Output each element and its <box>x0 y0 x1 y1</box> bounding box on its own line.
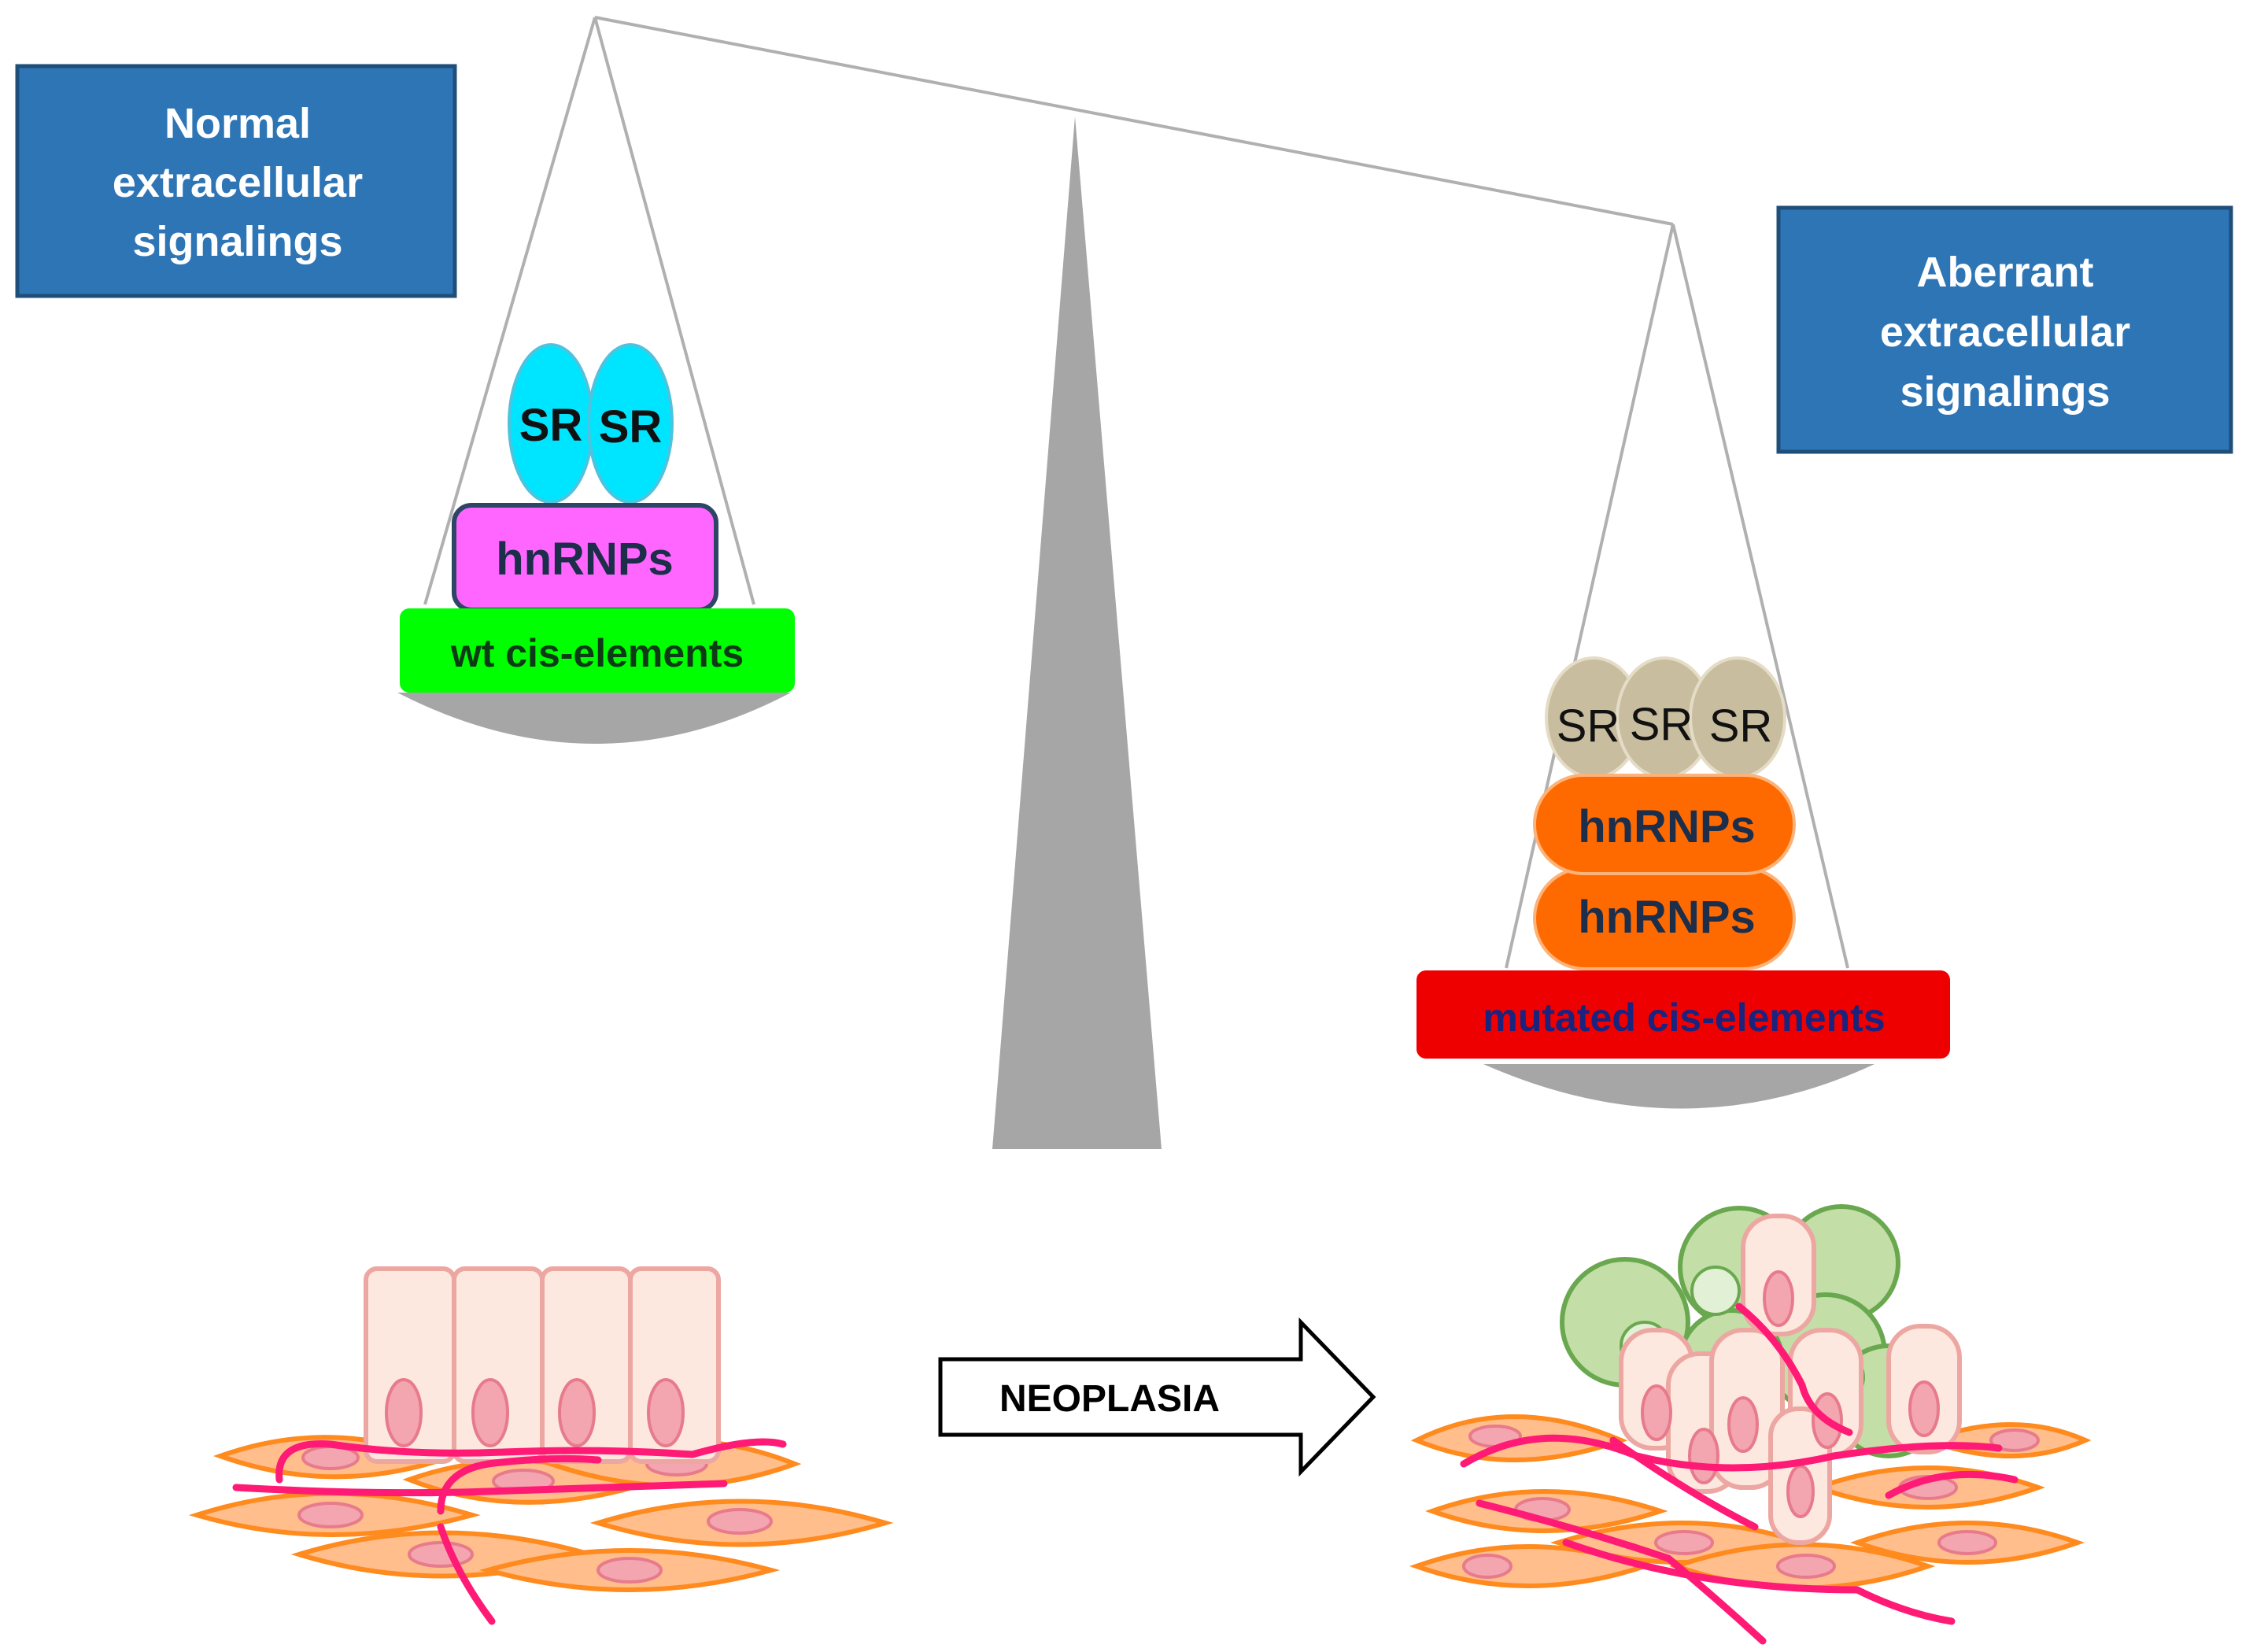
left-pan-bowl <box>397 693 791 744</box>
normal-signaling-box: Normal extracellular signalings <box>15 64 457 298</box>
sr-label: SR <box>1630 699 1694 750</box>
aberrant-signaling-line-2: extracellular <box>1880 309 2130 356</box>
normal-signaling-line-1: Normal <box>164 100 311 147</box>
epithelial-nuclei <box>385 1378 685 1447</box>
fulcrum <box>992 116 1162 1149</box>
hnrnp-label: hnRNPs <box>1578 801 1756 852</box>
normal-signaling-line-2: extracellular <box>113 159 363 206</box>
aberrant-signaling-box: Aberrant extracellular signalings <box>1776 205 2233 454</box>
right-stack: SR SR SR hnRNPs hnRNPs mutated cis-eleme… <box>1416 656 1950 1059</box>
right-pan-bowl <box>1483 1064 1874 1109</box>
left-pan <box>397 17 791 744</box>
right-pan <box>1483 224 1874 1109</box>
sr-label: SR <box>599 401 663 453</box>
mutated-cis-elements-label: mutated cis-elements <box>1483 996 1885 1040</box>
aberrant-signaling-line-1: Aberrant <box>1916 249 2093 296</box>
sr-label: SR <box>519 400 583 451</box>
sr-label: SR <box>1557 700 1620 752</box>
left-stack: SR SR hnRNPs wt cis-elements <box>400 343 795 693</box>
normal-signaling-line-3: signalings <box>132 218 342 265</box>
mutated-cis-elements-block <box>1416 970 1950 1059</box>
neoplasia-label: NEOPLASIA <box>999 1378 1220 1420</box>
hnrnp-label: hnRNPs <box>1578 892 1756 943</box>
tumor-collagen-fibers <box>1460 1303 2019 1645</box>
wt-cis-elements-block <box>400 608 795 693</box>
fibroblast-nuclei <box>297 1445 773 1584</box>
collagen-fibers <box>232 1438 787 1625</box>
normal-tissue-illustration <box>188 1266 894 1625</box>
tumor-tissue-illustration <box>1409 1204 2092 1645</box>
aberrant-signaling-line-3: signalings <box>1900 368 2110 416</box>
sr-protein <box>587 343 674 504</box>
wt-cis-elements-label: wt cis-elements <box>450 631 744 675</box>
hnrnp-label: hnRNPs <box>496 534 674 585</box>
neoplasia-arrow: NEOPLASIA <box>938 1317 1376 1477</box>
scale-beam <box>594 16 1674 226</box>
hnrnp-block <box>1533 774 1796 875</box>
sr-label: SR <box>1709 700 1773 752</box>
